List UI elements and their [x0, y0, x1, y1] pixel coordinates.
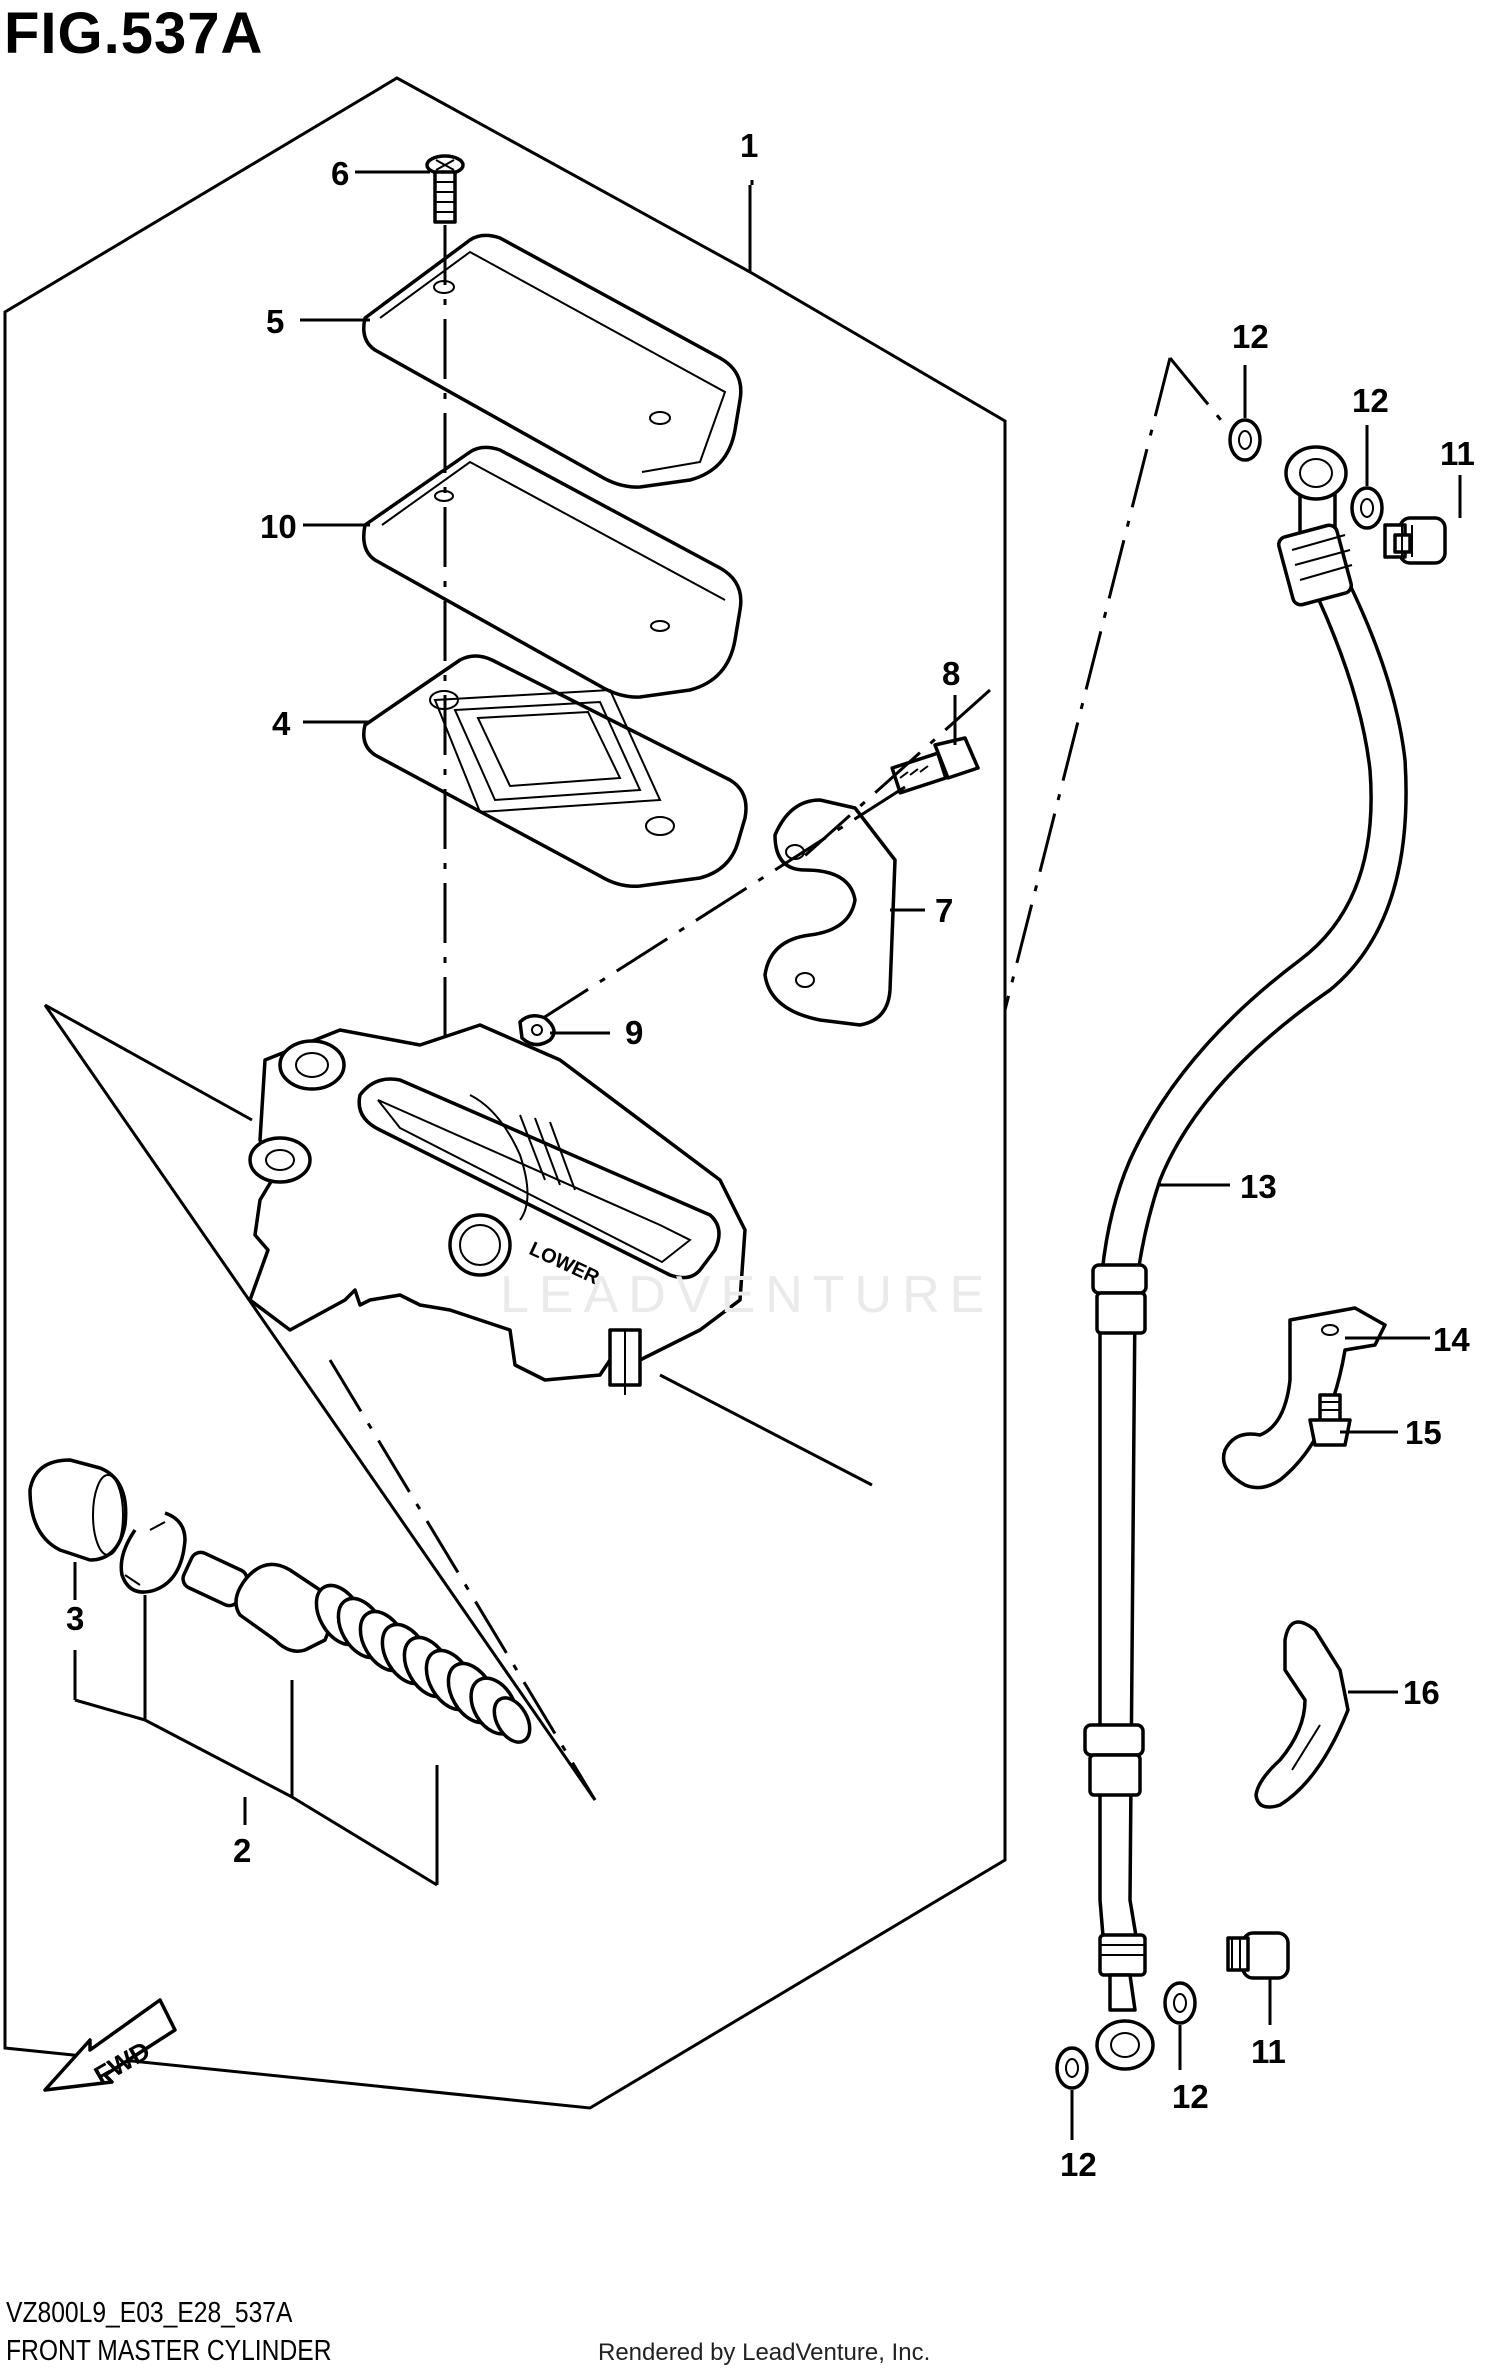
callout-2: 2	[233, 1832, 251, 1869]
callout-15: 15	[1405, 1414, 1442, 1451]
assembly-outline	[3, 76, 1007, 2110]
callout-3: 3	[66, 1600, 84, 1637]
diaphragm-seal	[362, 654, 748, 889]
callout-11-bottom: 11	[1251, 2033, 1286, 2070]
callout-6: 6	[331, 155, 349, 192]
hose-bracket	[1221, 1306, 1387, 1490]
kit-bracket	[73, 1562, 439, 1887]
circlip	[119, 1511, 187, 1594]
callouts: 1 2 3 4 5 6 7 8 9 10 11 11 12 12 12 12 1…	[66, 127, 1475, 2183]
dust-boot	[28, 1458, 128, 1562]
callout-9: 9	[625, 1014, 643, 1051]
callout-8: 8	[942, 655, 960, 692]
cap-screw	[425, 154, 465, 224]
clamp-bolt	[890, 736, 980, 795]
callout-1: 1	[740, 127, 758, 164]
callout-12-top-2: 12	[1352, 382, 1389, 419]
washer-top-2	[1350, 486, 1384, 530]
callout-4: 4	[272, 705, 291, 742]
rendered-by-credit: Rendered by LeadVenture, Inc.	[598, 2339, 931, 2366]
union-bolt-top	[1383, 516, 1447, 565]
diaphragm-plate	[362, 445, 743, 699]
union-bolt-bottom	[1226, 1931, 1290, 1980]
watermark: LEADVENTURE	[500, 1266, 995, 1324]
brake-hose	[1083, 445, 1408, 2071]
leader-lines	[300, 170, 1462, 2140]
callout-5: 5	[266, 303, 284, 340]
diagram-code: VZ800L9_E03_E28_537A	[6, 2297, 293, 2329]
bracket-bolt	[1308, 1393, 1352, 1447]
retaining-clip	[518, 1014, 556, 1047]
callout-10: 10	[260, 508, 297, 545]
callout-14: 14	[1433, 1321, 1470, 1358]
reservoir-cap	[362, 233, 743, 489]
washer-bottom-1	[1163, 1981, 1197, 2025]
callout-12-bottom-1: 12	[1172, 2078, 1209, 2115]
diagram-name: FRONT MASTER CYLINDER	[6, 2335, 332, 2367]
callout-11-top: 11	[1440, 435, 1475, 472]
callout-12-top-1: 12	[1232, 318, 1269, 355]
fwd-arrow: FWD	[43, 1998, 177, 2092]
callout-12-bottom-2: 12	[1060, 2146, 1097, 2183]
piston-spring	[181, 1550, 532, 1744]
washer-top-1	[1228, 418, 1262, 462]
washer-bottom-2	[1055, 2046, 1089, 2090]
callout-7: 7	[935, 892, 953, 929]
figure-title: FIG.537A	[4, 1, 264, 66]
callout-16: 16	[1403, 1674, 1440, 1711]
master-cylinder-body: LOWER	[248, 1023, 747, 1395]
hose-clamp	[1254, 1620, 1350, 1809]
callout-13: 13	[1240, 1168, 1277, 1205]
